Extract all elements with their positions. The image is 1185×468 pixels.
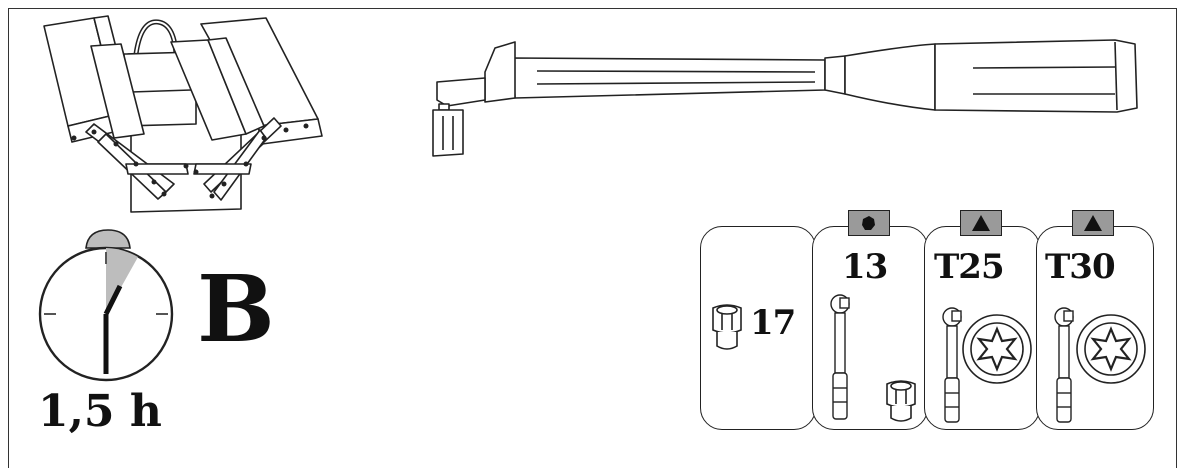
ratchet-icon [1054, 307, 1074, 423]
torx-bit-icon [962, 314, 1032, 384]
socket-icon [886, 380, 916, 422]
triangle-badge-icon [972, 215, 990, 231]
torx-bit-icon [1076, 314, 1146, 384]
duration-label: 1,5 h [38, 386, 162, 437]
ratchet-icon [830, 294, 850, 420]
stopwatch-icon [38, 229, 174, 382]
triangle-badge-icon [1084, 215, 1102, 231]
tool-size-label: 13 [842, 247, 888, 287]
toolbox-icon [43, 15, 323, 213]
difficulty-letter: B [197, 255, 275, 363]
torque-wrench-icon [432, 39, 1138, 157]
star-badge-icon [862, 216, 875, 230]
socket-icon [712, 304, 742, 350]
ratchet-icon [942, 307, 962, 423]
triangle-badge-t25 [960, 210, 1002, 236]
page-frame [8, 8, 1177, 468]
tool-size-label: T30 [1045, 247, 1116, 287]
star-badge [848, 210, 890, 236]
triangle-badge-t30 [1072, 210, 1114, 236]
tool-size-label: 17 [750, 303, 796, 343]
tool-size-label: T25 [934, 247, 1005, 287]
